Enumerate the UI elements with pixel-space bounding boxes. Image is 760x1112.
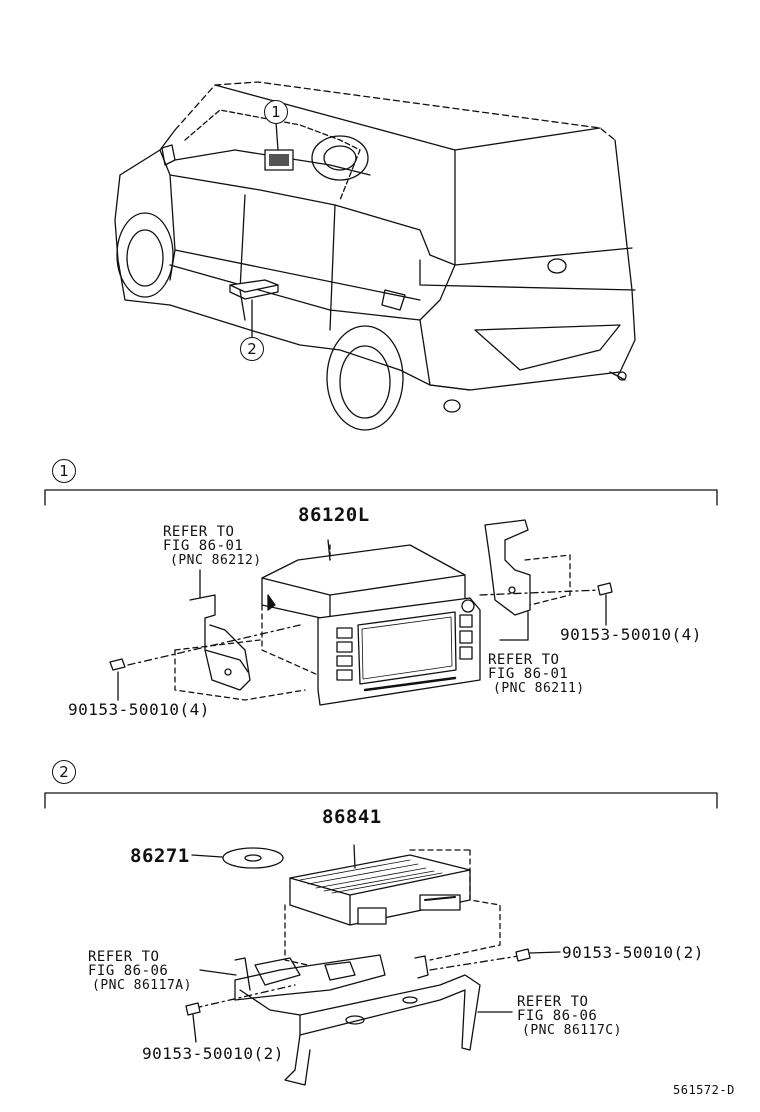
callout-1: 1: [264, 100, 288, 124]
vehicle-illustration: [114, 81, 636, 431]
screw-part-right: 90153-50010(4): [560, 625, 702, 644]
refer-to-left-pnc: (PNC 86117A): [92, 978, 192, 993]
screw-part-right: 90153-50010(2): [562, 943, 704, 962]
screw-part-left: 90153-50010(4): [68, 700, 210, 719]
refer-to-left-line1: REFER TO: [163, 524, 235, 540]
section-1-marker: 1: [52, 459, 76, 483]
refer-to-right-line2: FIG 86-06: [517, 1008, 598, 1024]
part-number-86120l: 86120L: [298, 504, 370, 526]
refer-to-right-pnc: (PNC 86117C): [522, 1023, 622, 1038]
refer-to-left-pnc: (PNC 86212): [170, 553, 262, 568]
part-number-86271: 86271: [130, 845, 190, 867]
refer-to-left-line1: REFER TO: [88, 949, 160, 965]
section-2-marker: 2: [52, 760, 76, 784]
refer-to-right-line1: REFER TO: [517, 994, 589, 1010]
refer-to-right-pnc: (PNC 86211): [493, 681, 585, 696]
refer-to-right-line1: REFER TO: [488, 652, 560, 668]
refer-to-left-line2: FIG 86-06: [88, 963, 169, 979]
diagram-code: 561572-D: [673, 1083, 735, 1097]
screw-part-left: 90153-50010(2): [142, 1044, 284, 1063]
refer-to-left-line2: FIG 86-01: [163, 538, 244, 554]
refer-to-right-line2: FIG 86-01: [488, 666, 569, 682]
section-1-drawing: [44, 489, 718, 706]
section-2-drawing: [44, 792, 718, 1086]
part-number-86841: 86841: [322, 806, 382, 828]
callout-2: 2: [240, 337, 264, 361]
